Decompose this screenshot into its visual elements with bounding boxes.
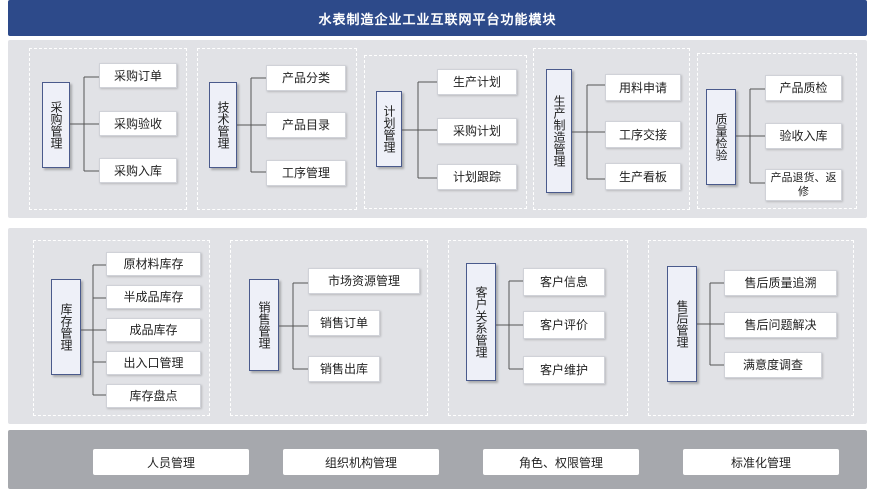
personnel-management-button[interactable]: 人员管理 (93, 449, 249, 475)
module-group-quality (697, 53, 857, 209)
module-group-sales (230, 240, 428, 416)
item-after-sales-trace[interactable]: 售后质量追溯 (724, 270, 837, 296)
item-semi-finished-stock[interactable]: 半成品库存 (106, 285, 201, 309)
module-head-procurement: 采购管理 (42, 82, 70, 168)
module-group-manufacturing (533, 48, 690, 210)
module-head-planning: 计划管理 (376, 91, 402, 167)
item-procurement-plan[interactable]: 采购计划 (437, 118, 517, 144)
item-procurement-storage[interactable]: 采购入库 (99, 158, 177, 183)
module-group-technology (197, 48, 357, 210)
item-product-inspection[interactable]: 产品质检 (765, 75, 842, 101)
module-head-sales: 销售管理 (249, 279, 279, 371)
item-product-catalog[interactable]: 产品目录 (266, 112, 346, 138)
item-stock-taking[interactable]: 库存盘点 (106, 384, 201, 408)
item-customer-info[interactable]: 客户信息 (523, 268, 605, 296)
item-finished-stock[interactable]: 成品库存 (106, 318, 201, 342)
module-head-after-sales: 售后管理 (667, 266, 697, 382)
item-production-board[interactable]: 生产看板 (605, 163, 681, 190)
module-group-inventory (33, 240, 210, 416)
item-product-return-repair[interactable]: 产品退货、返修 (765, 169, 842, 201)
module-head-inventory: 库存管理 (51, 279, 81, 375)
module-head-technology: 技术管理 (209, 82, 237, 168)
item-procurement-acceptance[interactable]: 采购验收 (99, 111, 177, 136)
page-title: 水表制造企业工业互联网平台功能模块 (8, 0, 867, 36)
module-head-manufacturing: 生产制造管理 (546, 69, 572, 193)
module-group-procurement (29, 48, 187, 210)
item-inspection-storage[interactable]: 验收入库 (765, 123, 842, 149)
item-market-resource[interactable]: 市场资源管理 (308, 268, 420, 294)
item-process-handover[interactable]: 工序交接 (605, 121, 681, 148)
standardization-button[interactable]: 标准化管理 (683, 449, 839, 475)
item-sales-outbound[interactable]: 销售出库 (308, 356, 380, 382)
item-customer-maintenance[interactable]: 客户维护 (523, 356, 605, 384)
module-group-planning (364, 55, 527, 209)
item-production-plan[interactable]: 生产计划 (437, 69, 517, 95)
item-material-request[interactable]: 用料申请 (605, 74, 681, 101)
item-plan-tracking[interactable]: 计划跟踪 (437, 164, 517, 190)
item-in-out-management[interactable]: 出入口管理 (106, 351, 201, 375)
role-permission-button[interactable]: 角色、权限管理 (483, 449, 639, 475)
item-raw-material-stock[interactable]: 原材料库存 (106, 252, 201, 276)
module-group-after-sales (648, 240, 854, 416)
item-sales-order[interactable]: 销售订单 (308, 310, 380, 336)
module-head-crm: 客户关系管理 (466, 263, 496, 381)
item-after-sales-resolve[interactable]: 售后问题解决 (724, 312, 837, 338)
item-product-category[interactable]: 产品分类 (266, 65, 346, 91)
item-satisfaction-survey[interactable]: 满意度调查 (724, 352, 822, 378)
item-procurement-order[interactable]: 采购订单 (99, 63, 177, 88)
organization-management-button[interactable]: 组织机构管理 (283, 449, 439, 475)
item-customer-review[interactable]: 客户评价 (523, 311, 605, 339)
module-group-crm (448, 240, 628, 416)
module-head-quality: 质量检验 (706, 89, 736, 185)
item-process-management[interactable]: 工序管理 (266, 160, 346, 186)
